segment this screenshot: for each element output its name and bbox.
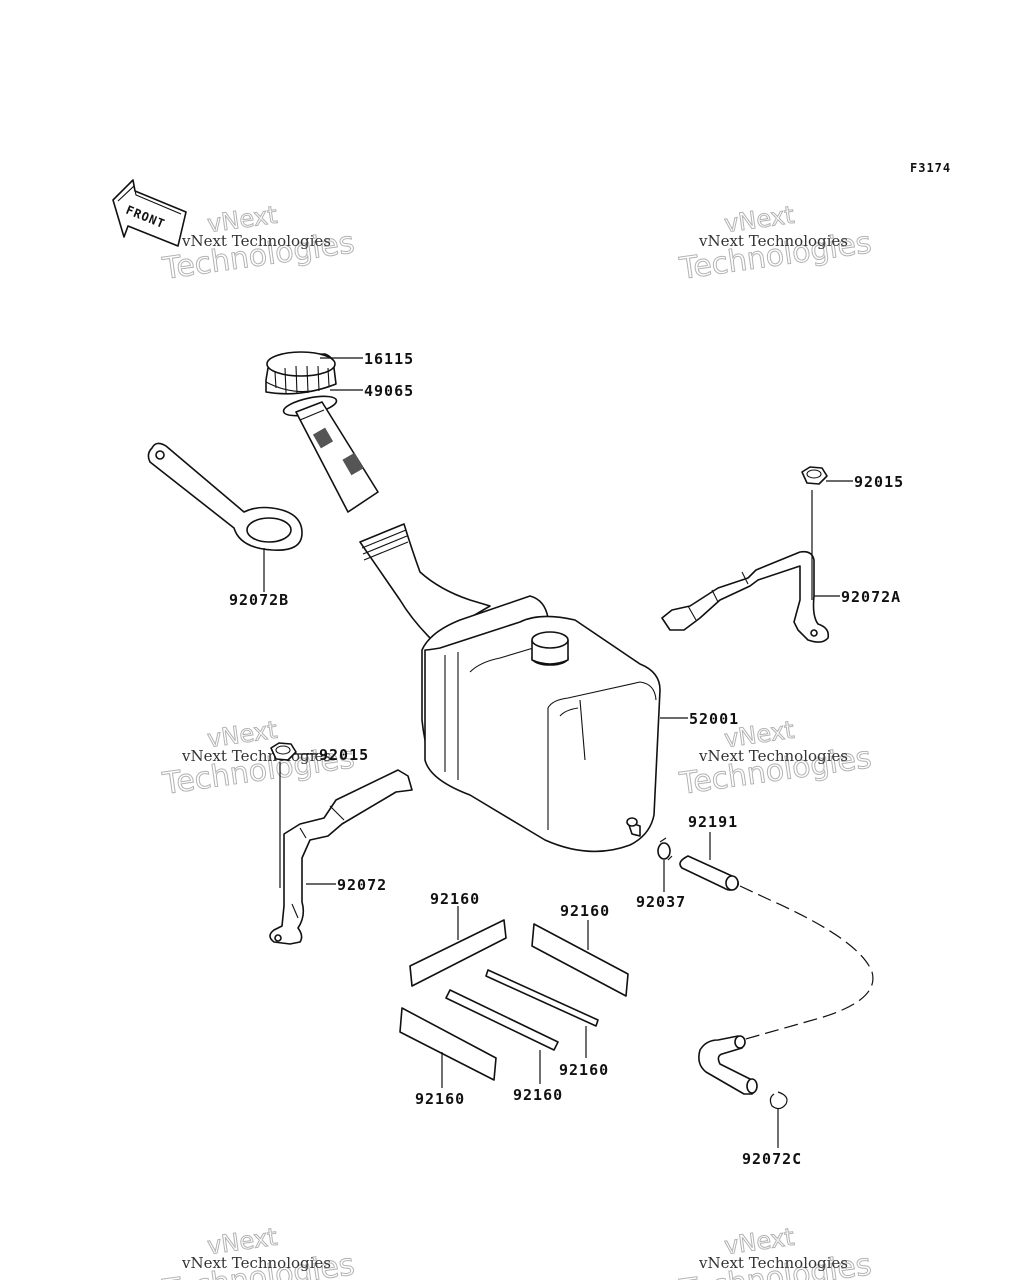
label-92072b: 92072B <box>229 591 289 609</box>
label-52001: 52001 <box>689 710 739 728</box>
svg-text:vNext Technologies: vNext Technologies <box>181 747 331 765</box>
label-92191: 92191 <box>688 813 738 831</box>
label-92160-bottom-mid: 92160 <box>513 1086 563 1104</box>
part-labels: 16115 49065 92072B 92015 92072A 52001 92… <box>229 350 904 1168</box>
filler-strainer <box>282 395 379 513</box>
pad-top-right <box>531 923 629 997</box>
pad-bottom-left <box>399 1007 497 1081</box>
filler-cap <box>265 351 337 395</box>
hose-clip <box>769 1091 788 1110</box>
label-92072c: 92072C <box>742 1150 802 1168</box>
pad-mid <box>445 969 599 1051</box>
label-92160-top-left: 92160 <box>430 890 480 908</box>
svg-text:vNext Technologies: vNext Technologies <box>181 1254 331 1272</box>
label-92160-mid: 92160 <box>559 1061 609 1079</box>
nut-right <box>801 466 828 485</box>
hose-clamp <box>657 837 673 861</box>
front-arrow-icon: FRONT <box>112 179 187 247</box>
bracket-left <box>269 769 413 945</box>
figure-code: F3174 <box>910 161 951 175</box>
pad-top-left <box>409 919 507 987</box>
svg-text:vNext Technologies: vNext Technologies <box>698 232 848 250</box>
label-92160-bottom-left: 92160 <box>415 1090 465 1108</box>
nut-left <box>270 742 297 761</box>
fuel-tank <box>359 523 661 853</box>
label-16115: 16115 <box>364 350 414 368</box>
label-92037: 92037 <box>636 893 686 911</box>
hose-routing-line <box>739 885 874 1041</box>
label-92160-top-right: 92160 <box>560 902 610 920</box>
label-92072: 92072 <box>337 876 387 894</box>
tank-strap-92072b <box>147 442 303 551</box>
hose-lower <box>698 1035 758 1095</box>
hose-upper <box>679 855 740 891</box>
label-92072a: 92072A <box>841 588 901 606</box>
svg-text:vNext Technologies: vNext Technologies <box>698 1254 848 1272</box>
label-92015-left: 92015 <box>319 746 369 764</box>
watermark-top-right: vNext Technologies vNext Technologies <box>676 200 874 287</box>
leader-lines <box>263 357 853 1148</box>
svg-text:vNext Technologies: vNext Technologies <box>181 232 331 250</box>
label-92015-right: 92015 <box>854 473 904 491</box>
svg-text:vNext Technologies: vNext Technologies <box>698 747 848 765</box>
watermark-bottom-left: vNext Technologies vNext Technologies <box>159 1222 357 1280</box>
bracket-right <box>661 550 830 643</box>
watermark-top-left: vNext Technologies vNext Technologies <box>159 200 357 287</box>
watermark-bottom-right: vNext Technologies vNext Technologies <box>676 1222 874 1280</box>
label-49065: 49065 <box>364 382 414 400</box>
